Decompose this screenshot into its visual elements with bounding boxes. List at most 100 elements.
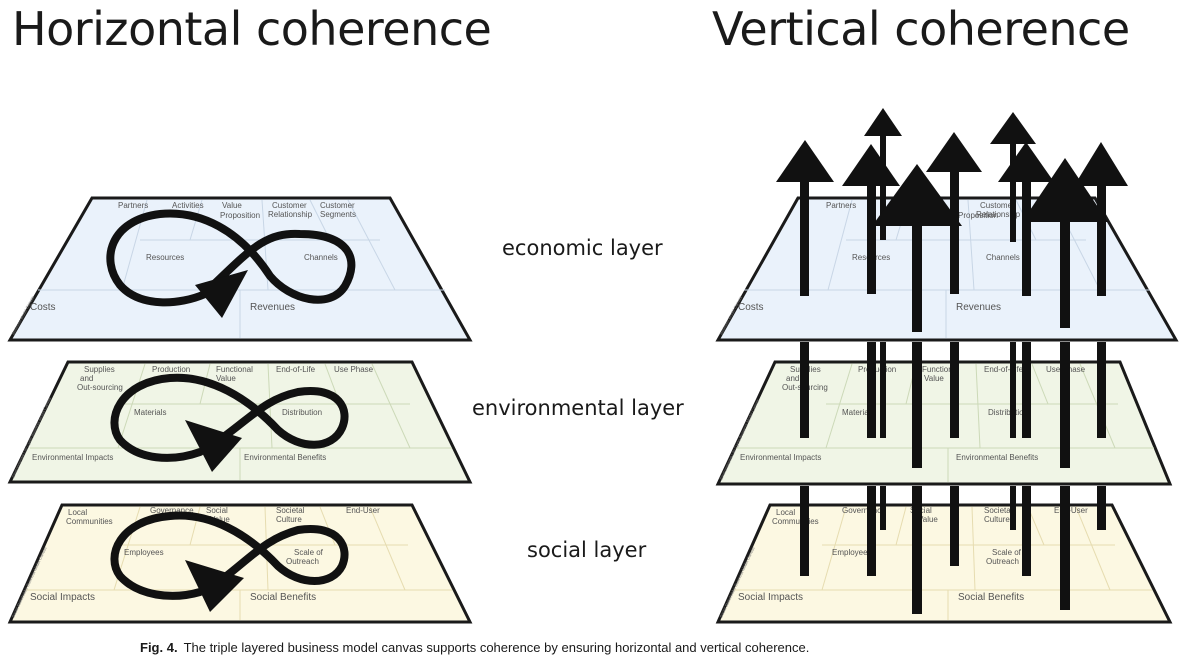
vertical-arrows xyxy=(776,108,1128,332)
scale-label-2: Outreach xyxy=(286,557,319,566)
vertical-arrow-shaft xyxy=(950,162,959,294)
channels-label: Channels xyxy=(986,253,1020,262)
arrowhead-social xyxy=(185,560,244,612)
vertical-arrowhead xyxy=(864,108,902,136)
caption-label: Fig. 4. xyxy=(140,640,178,655)
social-layer-label: social layer xyxy=(527,538,647,562)
culture-label-1: Societal xyxy=(984,506,1013,515)
infinity-arrows xyxy=(106,209,356,600)
vertical-arrowhead xyxy=(776,140,834,182)
shaft xyxy=(1097,342,1106,438)
partners-label: Partners xyxy=(826,201,856,210)
governance-label: Governance xyxy=(842,506,886,515)
env-impacts-label: Environmental Impacts xyxy=(32,453,113,462)
scale-label-1: Scale of xyxy=(992,548,1022,557)
local-label-2: Communities xyxy=(66,517,113,526)
supplies-label-2: and xyxy=(786,374,799,383)
shaft xyxy=(880,486,886,530)
infinity-arrow-environmental xyxy=(110,373,349,462)
end-of-life-label: End-of-Life xyxy=(276,365,316,374)
distribution-label: Distribution xyxy=(282,408,322,417)
resources-label: Resources xyxy=(146,253,184,262)
shaft xyxy=(1060,486,1070,610)
environmental-layer-label: environmental layer xyxy=(472,396,684,420)
local-label-2: Communities xyxy=(772,517,819,526)
vertical-arrow-shaft xyxy=(1022,172,1031,296)
materials-label: Materials xyxy=(842,408,874,417)
shaft xyxy=(912,342,922,468)
customer-rel-label-1: Customer xyxy=(272,201,307,210)
horizontal-coherence-heading: Horizontal coherence xyxy=(12,2,492,56)
shaft xyxy=(867,342,876,438)
social-benefits-label: Social Benefits xyxy=(250,592,316,603)
arrow-shafts-lower xyxy=(800,342,1106,614)
social-impacts-label: Social Impacts xyxy=(30,592,95,603)
vertical-arrow-shaft xyxy=(912,212,922,332)
infinity-arrow-social xyxy=(110,511,349,600)
env-benefits-label: Environmental Benefits xyxy=(244,453,326,462)
vertical-arrow-shaft xyxy=(867,176,876,294)
shaft xyxy=(880,342,886,438)
functional-label-2: Value xyxy=(216,374,236,383)
shaft xyxy=(1010,342,1016,438)
local-label-1: Local xyxy=(776,508,795,517)
customer-rel-label-1: Customer xyxy=(980,201,1015,210)
shaft xyxy=(950,342,959,438)
social-benefits-label: Social Benefits xyxy=(958,592,1024,603)
segments-label-1: Customer xyxy=(320,201,355,210)
social-impacts-label: Social Impacts xyxy=(738,592,803,603)
vertical-arrowhead xyxy=(998,142,1054,182)
local-label-1: Local xyxy=(68,508,87,517)
vertical-arrow-shaft xyxy=(1097,176,1106,296)
activities-label: Activities xyxy=(172,201,204,210)
shaft xyxy=(867,486,876,576)
functional-label-2: Value xyxy=(924,374,944,383)
customer-rel-label-2: Relationship xyxy=(268,210,313,219)
left-economic-layer: Partners Activities Value Proposition Cu… xyxy=(7,196,473,342)
vertical-arrow-shaft xyxy=(1060,210,1070,328)
right-social-layer: Local Communities Governance Social Valu… xyxy=(715,503,1173,624)
figure-caption: Fig. 4. The triple layered business model… xyxy=(140,640,809,658)
vertical-arrow-shaft xyxy=(800,172,809,296)
shaft xyxy=(912,486,922,614)
materials-label: Materials xyxy=(134,408,166,417)
end-user-label: End-User xyxy=(1054,506,1088,515)
costs-label: Costs xyxy=(30,302,56,313)
end-of-life-label: End-of-Life xyxy=(984,365,1024,374)
costs-label: Costs xyxy=(738,302,764,313)
value-label-1: Value xyxy=(222,201,242,210)
social-value-label-2: Value xyxy=(918,515,938,524)
use-phase-label: Use Phase xyxy=(334,365,374,374)
arrowhead-environmental xyxy=(185,420,242,472)
vertical-arrow-shaft xyxy=(1010,136,1016,242)
distribution-label: Distribution xyxy=(988,408,1028,417)
infinity-arrowheads xyxy=(185,270,248,612)
social-value-label-1: Social xyxy=(206,506,228,515)
culture-label-2: Culture xyxy=(984,515,1010,524)
supplies-label-1: Supplies xyxy=(84,365,115,374)
supplies-label-3: Out-sourcing xyxy=(77,383,123,392)
vertical-arrowhead xyxy=(990,112,1036,144)
env-benefits-label: Environmental Benefits xyxy=(956,453,1038,462)
supplies-label-2: and xyxy=(80,374,93,383)
vertical-arrowhead xyxy=(842,144,900,186)
partners-label: Partners xyxy=(118,201,148,210)
env-impacts-label: Environmental Impacts xyxy=(740,453,821,462)
vertical-arrowhead xyxy=(1074,142,1128,186)
caption-text: The triple layered business model canvas… xyxy=(183,640,810,655)
scale-label-2: Outreach xyxy=(986,557,1019,566)
shaft xyxy=(1022,342,1031,438)
shaft xyxy=(1060,342,1070,468)
vertical-arrowhead xyxy=(926,132,982,172)
culture-label-2: Culture xyxy=(276,515,302,524)
shaft xyxy=(1022,486,1031,576)
end-user-label: End-User xyxy=(346,506,380,515)
channels-label: Channels xyxy=(304,253,338,262)
infinity-arrow-economic xyxy=(106,209,356,307)
customer-rel-label-2: Relationship xyxy=(976,210,1021,219)
employees-label: Employees xyxy=(832,548,872,557)
vertical-arrow-shaft xyxy=(880,130,886,240)
segments-label-2: Segments xyxy=(320,210,356,219)
revenues-label: Revenues xyxy=(250,302,295,313)
